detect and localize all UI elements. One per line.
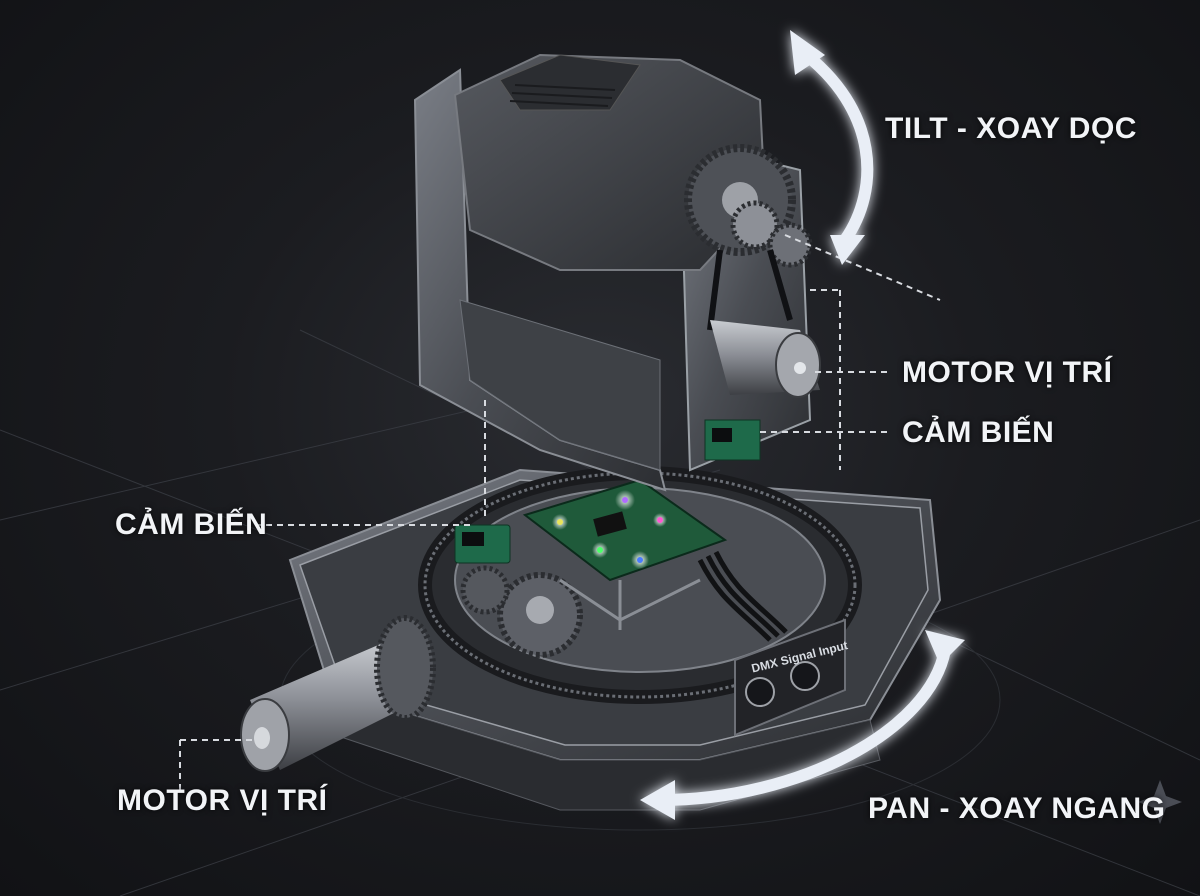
tilt-sensor <box>704 419 761 461</box>
cable-bundle <box>697 550 788 642</box>
tilt-label: TILT - XOAY DỌC <box>885 112 1137 145</box>
sparkle-icon <box>1138 780 1182 824</box>
sensor-label-left: CẢM BIẾN <box>115 508 268 541</box>
dmx-input-plate <box>734 618 846 737</box>
tilt-motor <box>710 320 821 398</box>
pan-motor <box>240 615 436 772</box>
control-pcb <box>522 478 728 630</box>
pan-gears <box>460 565 583 658</box>
tilt-arrow-icon <box>790 30 874 265</box>
pan-label: PAN - XOAY NGANG <box>868 792 1166 825</box>
sensor-label-right: CẢM BIẾN <box>902 416 1055 449</box>
leader-lines <box>179 234 941 790</box>
pan-arrow-icon <box>640 630 965 820</box>
pan-sensor <box>454 524 511 564</box>
motor-label-right: MOTOR VỊ TRÍ <box>902 356 1113 389</box>
tilt-drive <box>684 144 813 331</box>
motor-label-left: MOTOR VỊ TRÍ <box>117 784 328 817</box>
